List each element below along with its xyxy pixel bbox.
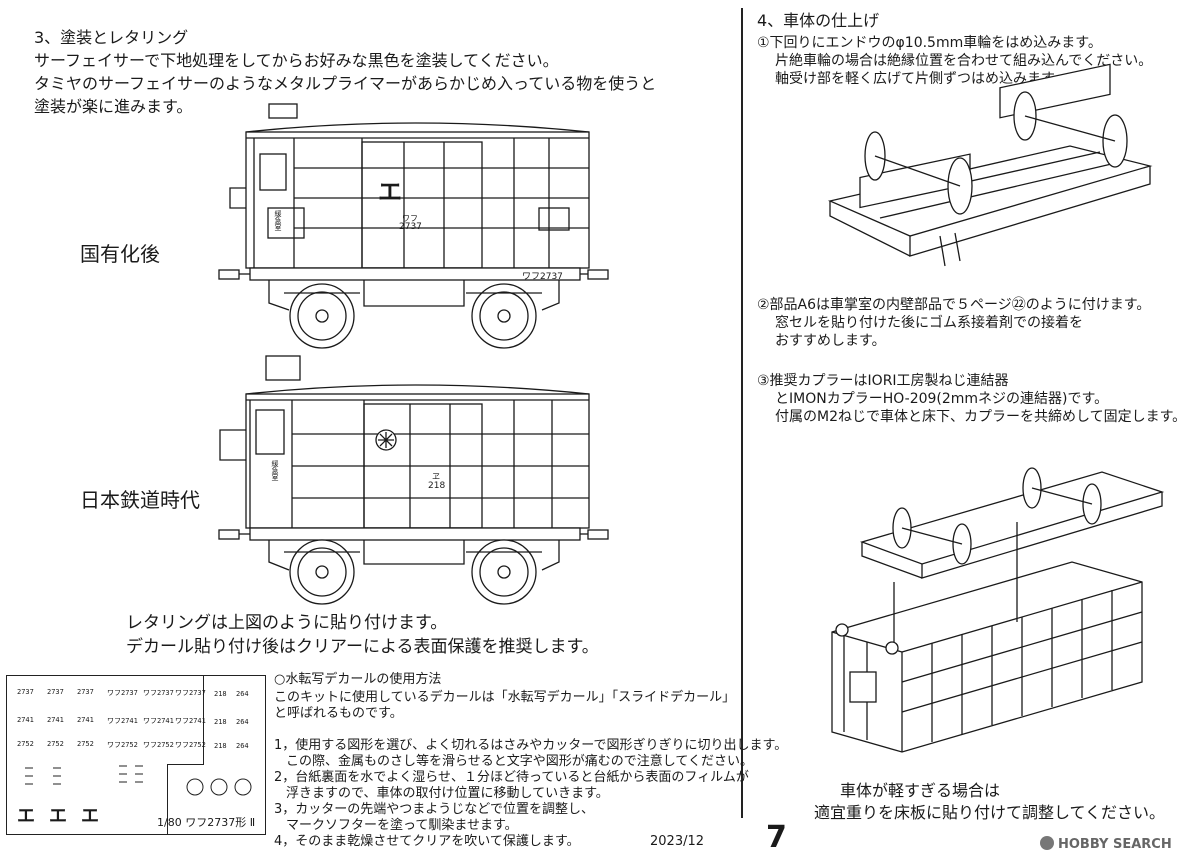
watermark: HOBBY SEARCH xyxy=(1040,836,1172,852)
water-decal-heading: ○水転写デカールの使用方法 xyxy=(274,672,442,687)
decal-small-marks xyxy=(25,765,143,785)
section3-heading: 3、塗装とレタリング xyxy=(34,28,189,47)
decal-cell: 2737 xyxy=(17,688,34,696)
section3-line2: タミヤのサーフェイサーのようなメタルプライマーがあらかじめ入っている物を使うと xyxy=(34,74,657,93)
decal-cell: 2737 xyxy=(47,688,64,696)
decal-cell: 2752 xyxy=(47,740,64,748)
label-nippon: 日本鉄道時代 xyxy=(80,488,200,512)
decal-sheet: 2737 2737 2737 ワフ2737 ワフ2737 ワフ2737 2741… xyxy=(6,675,266,835)
decal-cell: 2737 xyxy=(77,688,94,696)
water-decal-step3a: 3，カッターの先端やつまようじなどで位置を調整し、 xyxy=(274,802,595,817)
decal-cell: ワフ2737 xyxy=(175,689,206,697)
car2-room-label: 緩急室 xyxy=(271,460,279,481)
section3-line3: 塗装が楽に進みます。 xyxy=(34,97,193,116)
water-decal-step2a: 2，台紙裏面を水でよく湿らせ、１分ほど待っていると台紙から表面のフィルムが xyxy=(274,770,749,785)
decal-cell: ワフ2737 xyxy=(107,689,138,697)
column-divider xyxy=(741,8,743,818)
section4-step2b: 窓セルを貼り付けた後にゴム系接着剤での接着を xyxy=(775,315,1083,331)
section4-step1a: ①下回りにエンドウのφ10.5mm車輪をはめ込みます。 xyxy=(757,35,1102,51)
decal-side-number: 264 xyxy=(236,742,249,750)
section4-step2a: ②部品A6は車掌室の内壁部品で５ページ㉒のように付けます。 xyxy=(757,297,1151,313)
water-decal-step1b: この際、金属ものさし等を滑らせると文字や図形が痛むので注意してください。 xyxy=(286,754,753,769)
water-decal-step1a: 1，使用する図形を選び、よく切れるはさみやカッターで図形ぎりぎりに切り出します。 xyxy=(274,738,788,753)
section4-step2c: おすすめします。 xyxy=(775,333,886,349)
section4-step1b: 片絶車輪の場合は絶縁位置を合わせて組み込んでください。 xyxy=(775,53,1153,69)
assembly-drawing xyxy=(831,467,1165,753)
document-date: 2023/12 xyxy=(650,834,705,849)
car2-kana: ヱ xyxy=(432,472,440,481)
water-decal-step3b: マークソフターを塗って馴染ませます。 xyxy=(286,818,518,833)
car1-class: ワフ xyxy=(402,214,418,223)
decal-cell: 2752 xyxy=(17,740,34,748)
water-decal-intro2: と呼ばれるものです。 xyxy=(274,706,403,721)
section4-step3b: とIMONカプラーHO-209(2mmネジの連結器)です。 xyxy=(775,391,1109,407)
weight-note-line2: 適宜重りを床板に貼り付けて調整してください。 xyxy=(814,803,1166,822)
weight-note-line1: 車体が軽すぎる場合は xyxy=(840,781,1001,800)
watermark-text: HOBBY SEARCH xyxy=(1058,837,1172,852)
water-decal-intro1: このキットに使用しているデカールは「水転写デカール」「スライドデカール」 xyxy=(274,690,736,705)
page-number: 7 xyxy=(766,820,787,855)
car1-number: 2737 xyxy=(399,222,422,232)
water-decal-step2b: 浮きますので、車体の取付け位置に移動していきます。 xyxy=(286,786,609,801)
car1-room-label: 緩急室 xyxy=(274,210,282,231)
decal-kanji: エ xyxy=(81,806,99,827)
decal-side-number: 218 xyxy=(214,742,227,750)
decal-cell: 2741 xyxy=(17,716,34,724)
decal-cell: ワフ2741 xyxy=(175,717,206,725)
decal-cell: 2741 xyxy=(77,716,94,724)
section4-step1c: 軸受け部を軽く広げて片側ずつはめ込みます。 xyxy=(775,71,1068,87)
water-decal-step4: 4，そのまま乾燥させてクリアを吹いて保護します。 xyxy=(274,834,580,849)
section3-line1: サーフェイサーで下地処理をしてからお好みな黒色を塗装してください。 xyxy=(34,51,559,70)
decal-side-number: 264 xyxy=(236,718,249,726)
car1-drawing xyxy=(218,103,609,349)
lettering-line1: レタリングは上図のように貼り付けます。 xyxy=(126,613,448,633)
watermark-logo-icon xyxy=(1040,836,1054,850)
car1-kanji: エ xyxy=(378,178,402,206)
decal-emblems xyxy=(186,778,252,796)
lettering-line2: デカール貼り付け後はクリアーによる表面保護を推奨します。 xyxy=(126,637,599,657)
decal-cell: 2752 xyxy=(77,740,94,748)
label-national: 国有化後 xyxy=(80,242,160,266)
decal-cell: ワフ2752 xyxy=(107,741,138,749)
car2-number: 218 xyxy=(428,481,446,491)
decal-side-number: 218 xyxy=(214,690,227,698)
decal-cell: ワフ2752 xyxy=(143,741,174,749)
decal-cell: ワフ2741 xyxy=(107,717,138,725)
section4-step3c: 付属のM2ねじで車体と床下、カプラーを共締めして固定します。 xyxy=(775,409,1187,425)
decal-side-number: 218 xyxy=(214,718,227,726)
decal-cell: ワフ2737 xyxy=(143,689,174,697)
underframe-drawing xyxy=(827,63,1153,267)
car1-frame-number: ワフ2737 xyxy=(522,272,563,282)
section4-heading: 4、車体の仕上げ xyxy=(757,11,880,30)
car2-drawing xyxy=(218,355,609,605)
decal-kanji: エ xyxy=(17,806,35,827)
decal-cell: ワフ2752 xyxy=(175,741,206,749)
decal-caption: 1/80 ワフ2737形 Ⅱ xyxy=(157,816,256,829)
decal-cell: ワフ2741 xyxy=(143,717,174,725)
section4-step3a: ③推奨カプラーはIORI工房製ねじ連結器 xyxy=(757,373,1009,389)
decal-cell: 2741 xyxy=(47,716,64,724)
decal-side-number: 264 xyxy=(236,690,249,698)
decal-kanji: エ xyxy=(49,806,67,827)
